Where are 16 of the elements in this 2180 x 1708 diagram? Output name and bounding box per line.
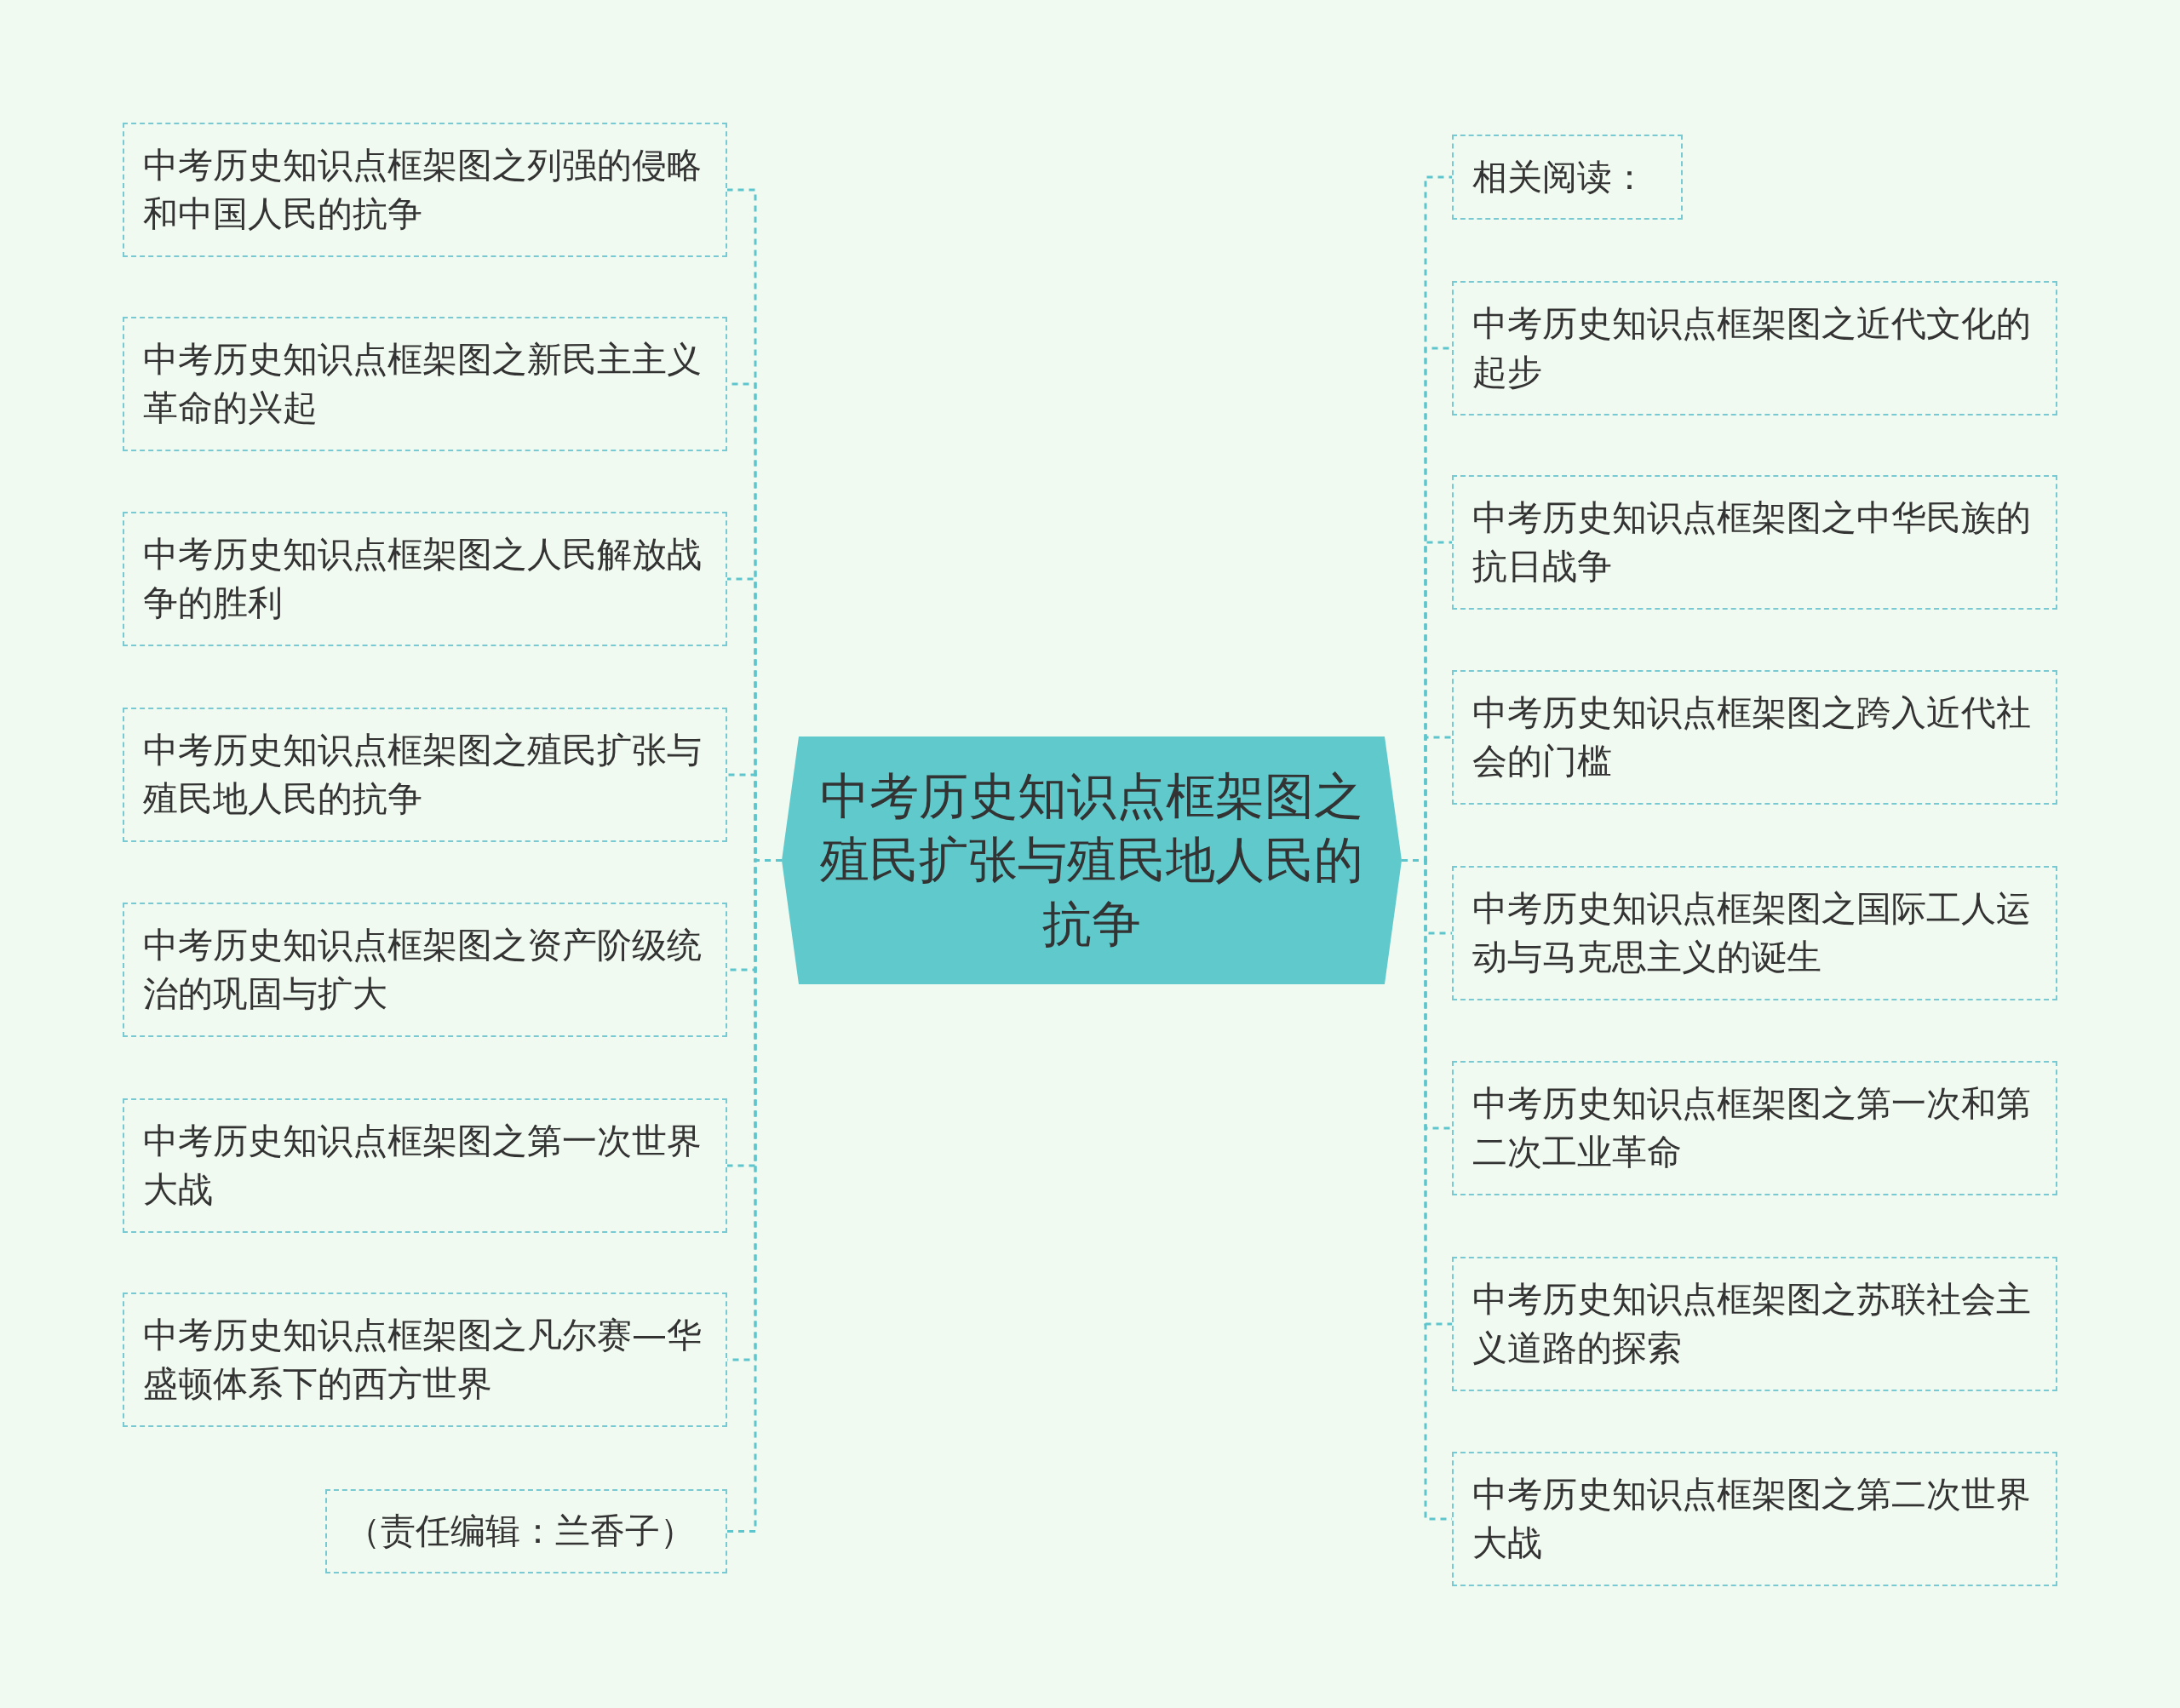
topic-box: 中考历史知识点框架图之列强的侵略和中国人民的抗争: [123, 123, 727, 257]
topic-box: 中考历史知识点框架图之近代文化的起步: [1452, 281, 2057, 416]
topic-box: 中考历史知识点框架图之资产阶级统治的巩固与扩大: [123, 903, 727, 1037]
topic-box: 中考历史知识点框架图之第二次世界大战: [1452, 1452, 2057, 1586]
topic-box: 中考历史知识点框架图之凡尔赛—华盛顿体系下的西方世界: [123, 1292, 727, 1427]
topic-box: 中考历史知识点框架图之人民解放战争的胜利: [123, 512, 727, 646]
topic-box: 相关阅读：: [1452, 135, 1683, 220]
topic-box: 中考历史知识点框架图之第一次和第二次工业革命: [1452, 1061, 2057, 1195]
topic-box: （责任编辑：兰香子）: [325, 1489, 727, 1573]
topic-box: 中考历史知识点框架图之国际工人运动与马克思主义的诞生: [1452, 866, 2057, 1000]
topic-box: 中考历史知识点框架图之新民主主义革命的兴起: [123, 317, 727, 451]
topic-box: 中考历史知识点框架图之跨入近代社会的门槛: [1452, 670, 2057, 805]
topic-box: 中考历史知识点框架图之中华民族的抗日战争: [1452, 475, 2057, 610]
topic-box: 中考历史知识点框架图之殖民扩张与殖民地人民的抗争: [123, 708, 727, 842]
topic-box: 中考历史知识点框架图之第一次世界大战: [123, 1098, 727, 1233]
topic-box: 中考历史知识点框架图之苏联社会主义道路的探索: [1452, 1257, 2057, 1391]
